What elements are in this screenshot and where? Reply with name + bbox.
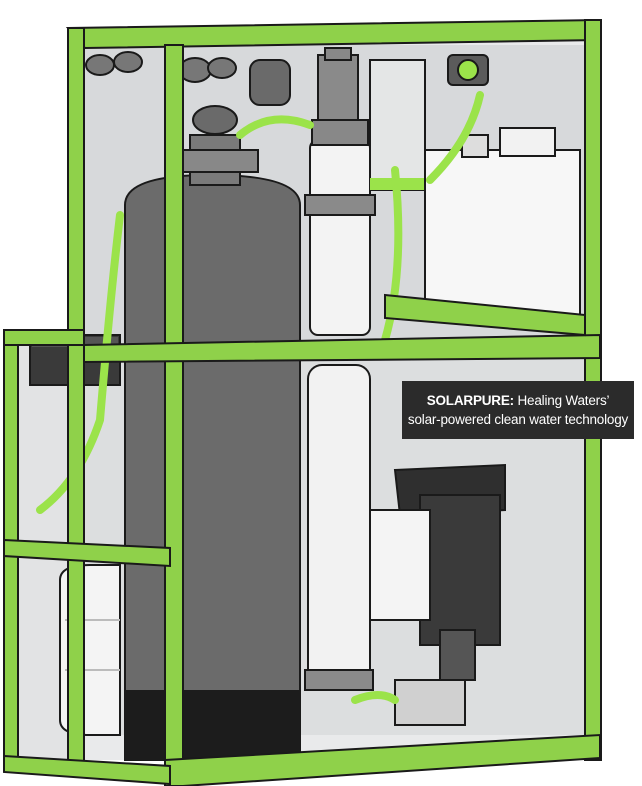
caption-line1-text: Healing Waters’ [513, 393, 610, 408]
caption-line-1: SOLARPURE: Healing Waters’ [427, 391, 610, 410]
caption-line-2: solar-powered clean water technology [407, 412, 629, 427]
chemical-container [424, 127, 581, 316]
filter-tank [124, 105, 301, 761]
ro-membrane [304, 364, 374, 691]
sediment-filter [304, 119, 376, 336]
caption-box: SOLARPURE: Healing Waters’ solar-powered… [402, 381, 634, 439]
caption-title: SOLARPURE: [426, 393, 514, 408]
green-frame [3, 18, 602, 786]
pump-motor [369, 463, 506, 726]
dosing-pump [447, 54, 489, 86]
green-hoses [36, 91, 484, 704]
